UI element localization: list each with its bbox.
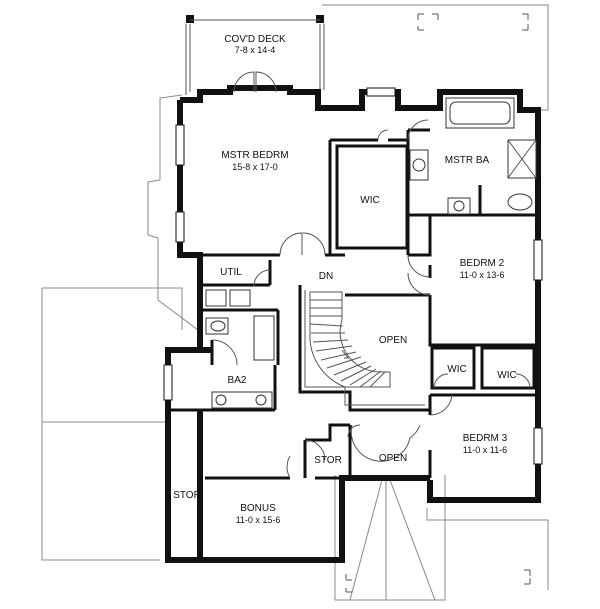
label-master-bath: MSTR BA	[445, 155, 490, 166]
label-bedroom2-dims: 11-0 x 13-6	[460, 270, 505, 280]
label-open-lower: OPEN	[379, 453, 407, 464]
roof-corner-markers	[345, 13, 531, 593]
staircase	[309, 291, 391, 388]
label-bedroom3-dims: 11-0 x 11-6	[463, 445, 507, 455]
interior-walls	[168, 128, 538, 560]
label-stair-down: DN	[319, 271, 333, 282]
label-master-closet: WIC	[360, 195, 379, 206]
label-utility: UTIL	[220, 267, 242, 278]
label-bonus-name: BONUS	[240, 503, 276, 514]
label-master-bedroom-dims: 15-8 x 17-0	[232, 162, 278, 172]
label-deck-dims: 7-8 x 14-4	[235, 45, 276, 55]
label-master-bedroom-name: MSTR BEDRM	[221, 150, 288, 161]
covered-deck	[185, 15, 325, 95]
room-labels: COV'D DECK 7-8 x 14-4 MSTR BEDRM 15-8 x …	[173, 34, 517, 525]
label-deck-name: COV'D DECK	[224, 34, 286, 45]
label-bedroom3-closet: WIC	[497, 370, 516, 381]
label-storage-left: STOR	[173, 490, 201, 501]
bath-fixtures	[205, 97, 537, 409]
label-bedroom2-closet: WIC	[447, 364, 466, 375]
label-bedroom2-name: BEDRM 2	[460, 258, 505, 269]
doors	[211, 119, 531, 479]
label-bedroom3-name: BEDRM 3	[463, 433, 508, 444]
label-bath2: BA2	[228, 375, 247, 386]
windows	[163, 87, 543, 465]
deck-doors	[233, 71, 277, 93]
label-storage-small: STOR	[314, 455, 342, 466]
label-open-upper: OPEN	[379, 335, 407, 346]
label-bonus-dims: 11-0 x 15-6	[236, 515, 281, 525]
